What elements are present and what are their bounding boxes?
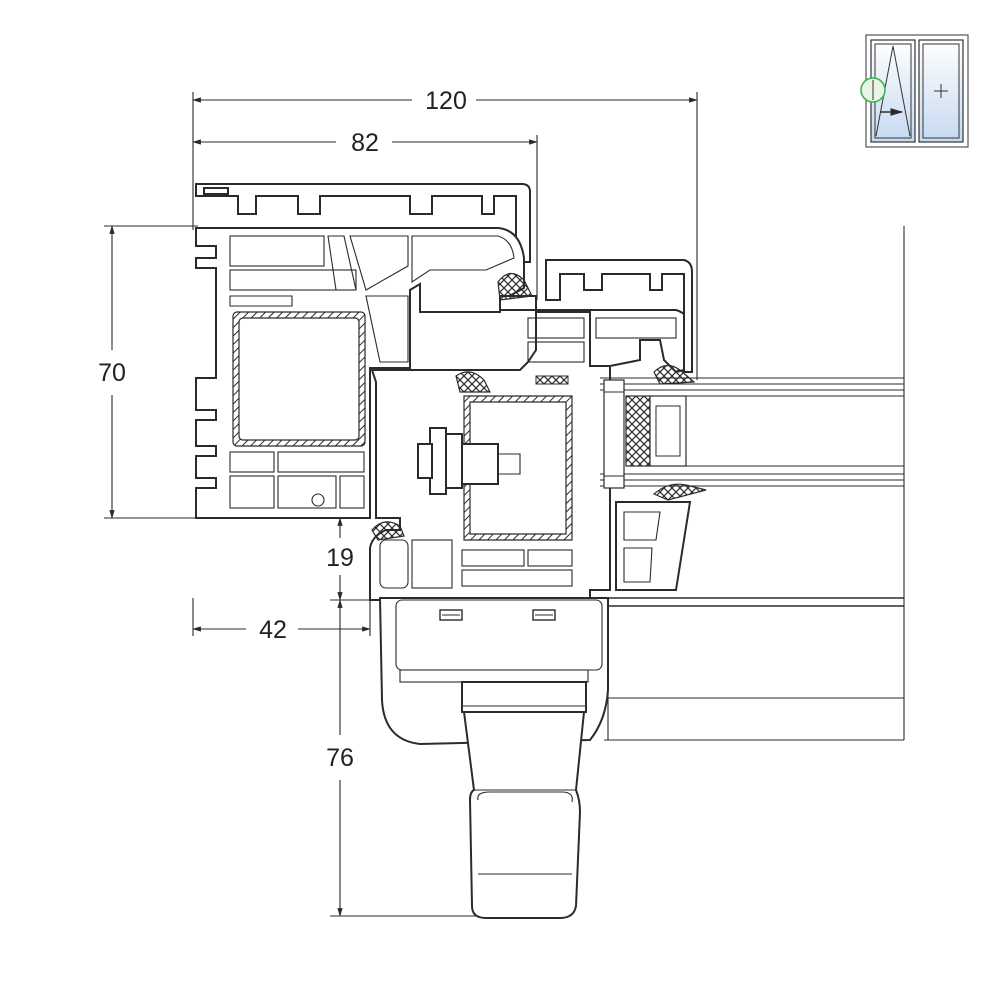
dim-overall-width: 120 [425,87,467,115]
window-type-icon [860,34,969,148]
dim-offset: 19 [326,544,354,572]
lower-sill-profile [378,597,904,919]
dimension-lines [104,92,698,917]
dim-handle-offset: 42 [259,616,287,644]
dim-frame-width: 82 [351,129,379,157]
gasket-seals [371,272,707,541]
dim-handle-height: 76 [326,744,354,772]
frame-profile [195,183,531,519]
dim-frame-height: 70 [98,359,126,387]
glazing-unit [600,226,905,740]
